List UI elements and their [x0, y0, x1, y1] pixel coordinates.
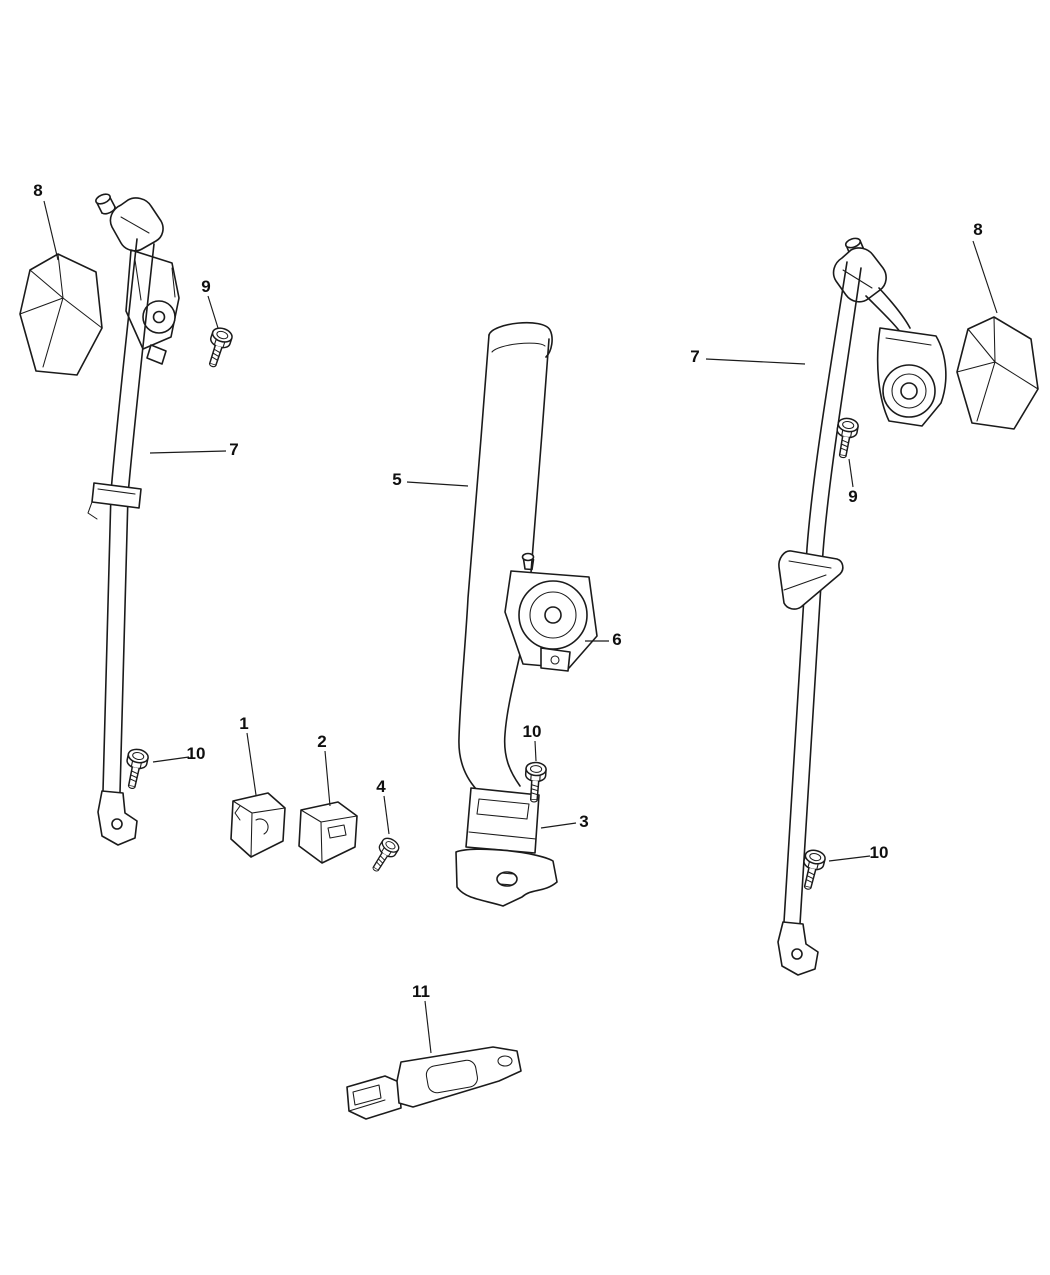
- inner-buckle-1-drawing: [230, 792, 286, 858]
- left-retractor-cover: [19, 253, 103, 376]
- leader-10-right: [828, 855, 871, 862]
- leader-1: [246, 732, 257, 796]
- callout-7-left: 7: [229, 440, 238, 459]
- callout-2: 2: [317, 732, 326, 751]
- leader-8-right: [972, 240, 998, 314]
- callout-10-center: 10: [523, 722, 542, 741]
- screw-4-drawing: [366, 834, 402, 876]
- callout-labels: 1 2 3 4 5 6 7 7 8 8 9 9 10 10 10 11: [33, 181, 982, 1001]
- right-retractor-body: [876, 327, 947, 427]
- left-belt-guide-clip: [87, 482, 142, 520]
- leader-4: [383, 795, 390, 835]
- leader-9-right: [848, 458, 854, 488]
- callout-6: 6: [612, 630, 621, 649]
- right-belt-guide-clip: [778, 550, 844, 610]
- left-belt-assembly-drawing: [19, 193, 180, 846]
- callout-10-left: 10: [187, 744, 206, 763]
- callout-1: 1: [239, 714, 248, 733]
- leader-11: [424, 1000, 432, 1054]
- left-belt-webbing: [102, 238, 155, 794]
- left-turning-loop: [109, 197, 164, 252]
- callout-9-right: 9: [848, 487, 857, 506]
- left-retractor-body: [125, 249, 180, 365]
- callout-11: 11: [412, 982, 430, 1001]
- leader-10-left: [152, 756, 190, 763]
- bolt-10-left-drawing: [120, 746, 151, 792]
- center-retractor: [504, 552, 598, 672]
- leader-8-left: [43, 200, 59, 261]
- callout-10-right: 10: [870, 843, 889, 862]
- callout-5: 5: [392, 470, 401, 489]
- right-retractor-cover: [956, 316, 1039, 430]
- center-extender-drawing: [346, 1046, 522, 1120]
- leader-5: [406, 481, 469, 487]
- screw-9-left-drawing: [201, 325, 235, 371]
- inner-buckle-2-drawing: [298, 801, 358, 864]
- callout-8-left: 8: [33, 181, 42, 200]
- leader-7-left: [149, 450, 227, 454]
- leader-3: [540, 822, 577, 829]
- callout-4: 4: [376, 777, 386, 796]
- left-anchor-plate: [97, 790, 138, 846]
- center-belt-webbing: [458, 321, 553, 791]
- leader-lines: [43, 200, 998, 1054]
- leader-9-left: [207, 295, 219, 329]
- center-latch-plate: [465, 787, 540, 854]
- leader-2: [324, 750, 331, 807]
- center-anchor-bracket: [455, 848, 558, 907]
- right-belt-assembly-drawing: [777, 237, 1039, 976]
- callout-3: 3: [579, 812, 588, 831]
- callout-9-left: 9: [201, 277, 210, 296]
- leader-10-center: [534, 740, 537, 762]
- callout-7-right: 7: [690, 347, 699, 366]
- leader-7-right: [705, 358, 806, 365]
- callout-8-right: 8: [973, 220, 982, 239]
- left-top-anchor-pin: [95, 193, 116, 215]
- right-anchor-plate: [777, 921, 819, 976]
- center-belt-assembly-drawing: [455, 321, 598, 907]
